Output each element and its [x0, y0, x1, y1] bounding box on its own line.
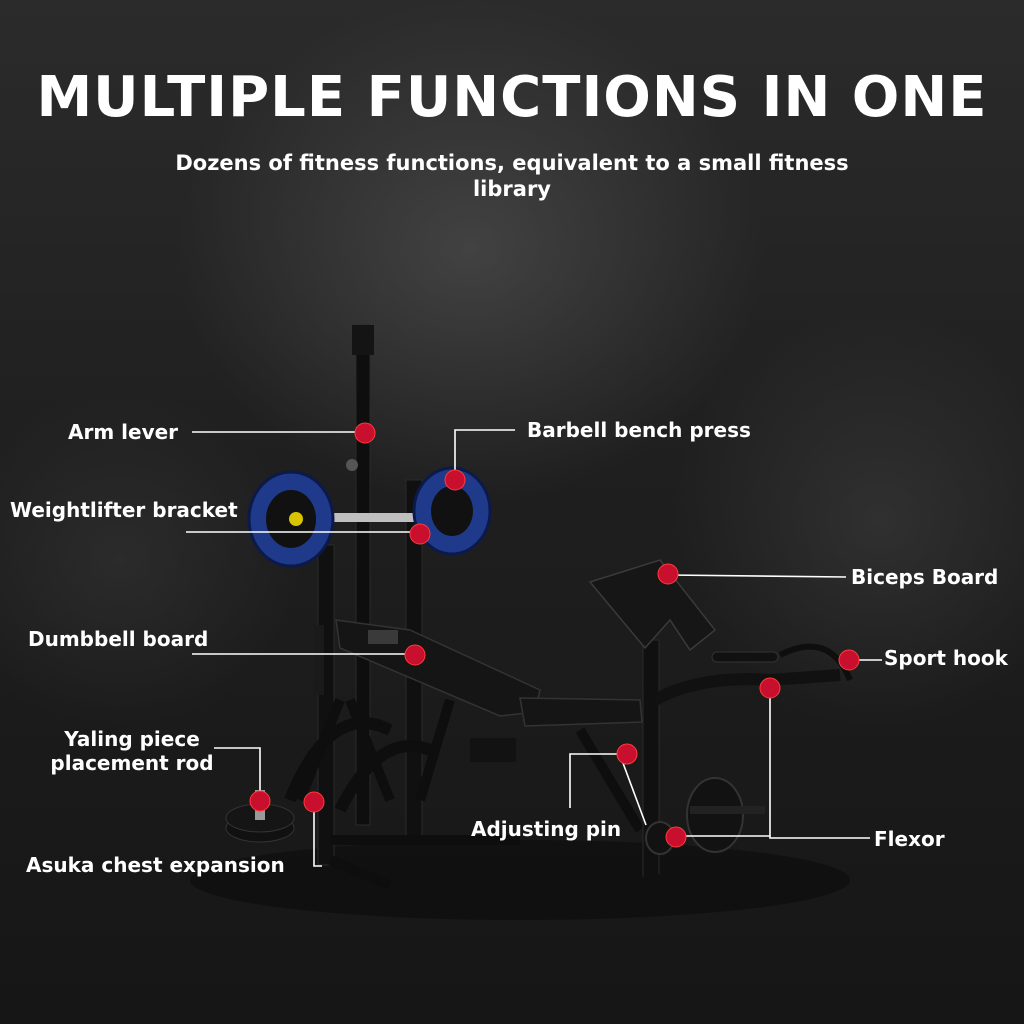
marker-asuka-chest-expansion — [303, 791, 325, 813]
label-sport-hook: Sport hook — [884, 646, 1008, 670]
label-dumbbell-board: Dumbbell board — [28, 627, 209, 651]
marker-flexor-lower — [665, 826, 687, 848]
callout-markers — [249, 422, 860, 848]
leader-lines — [186, 429, 882, 867]
label-yaling-piece-line2: placement rod — [50, 751, 214, 775]
marker-adjusting-pin — [616, 743, 638, 765]
label-barbell-bench-press: Barbell bench press — [527, 418, 751, 442]
marker-sport-hook — [838, 649, 860, 671]
marker-arm-lever — [354, 422, 376, 444]
subheadline: Dozens of fitness functions, equivalent … — [175, 151, 849, 201]
chest-expansion-arms — [284, 717, 516, 813]
label-weightlifter-bracket: Weightlifter bracket — [10, 498, 238, 522]
marker-biceps-board — [657, 563, 679, 585]
marker-barbell-bench-press — [444, 469, 466, 491]
marker-yaling-piece — [249, 790, 271, 812]
label-adjusting-pin: Adjusting pin — [471, 817, 622, 841]
marker-dumbbell-board — [404, 644, 426, 666]
flexor-arm — [645, 643, 853, 855]
marker-weightlifter-bracket — [409, 523, 431, 545]
marker-flexor-upper — [759, 677, 781, 699]
label-yaling-piece-placement-rod: Yaling piece placement rod — [36, 727, 228, 775]
label-yaling-piece-line1: Yaling piece — [64, 727, 200, 751]
bench-frame — [295, 698, 645, 890]
label-biceps-board: Biceps Board — [851, 565, 999, 589]
label-arm-lever: Arm lever — [68, 420, 179, 444]
bench-pad — [335, 619, 643, 727]
label-flexor: Flexor — [874, 827, 945, 851]
headline: MULTIPLE FUNCTIONS IN ONE — [36, 65, 988, 130]
left-upright — [314, 544, 335, 866]
arm-lever-post — [346, 324, 374, 826]
barbell — [247, 466, 492, 568]
biceps-board-pad — [588, 559, 717, 652]
floor-shadow — [190, 840, 850, 920]
label-asuka-chest-expansion: Asuka chest expansion — [26, 853, 285, 877]
